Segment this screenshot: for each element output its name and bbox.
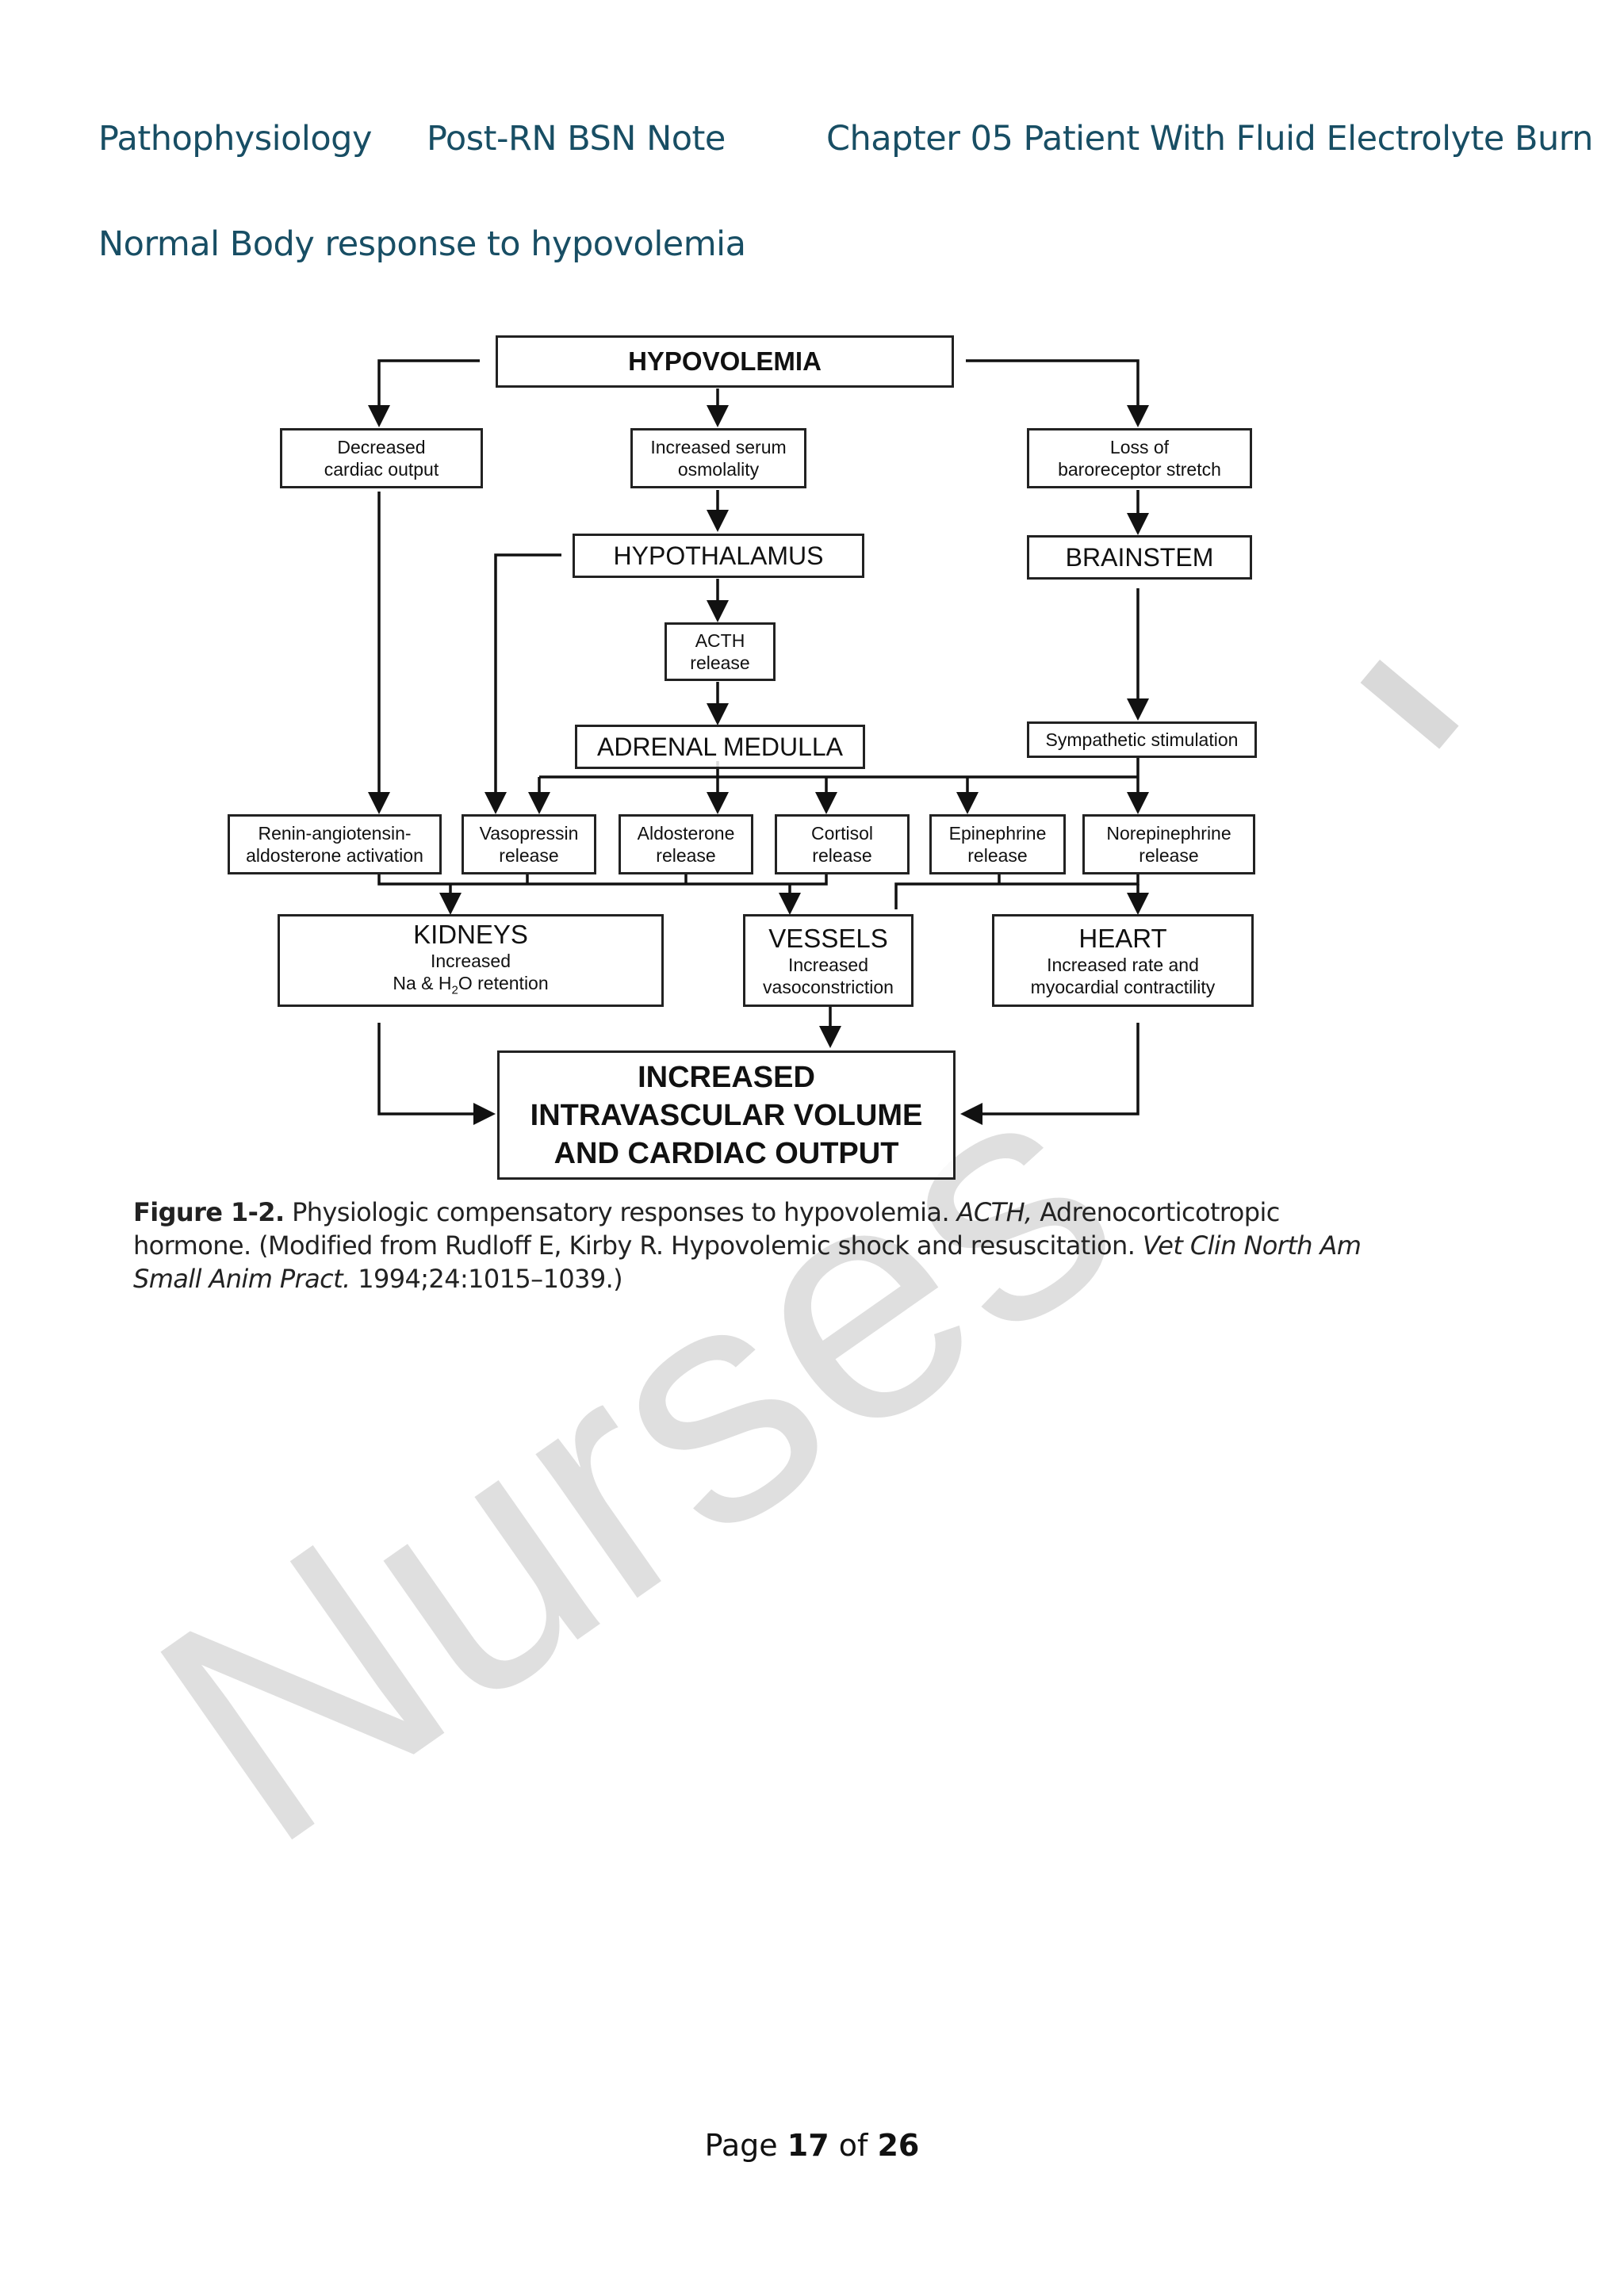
node-kidneys: KIDNEYS Increased Na & H2O retention	[278, 914, 664, 1007]
caption-journal: Vet Clin North Am Small Anim Pract.	[133, 1230, 1362, 1294]
node-kidneys-line2-a: Na & H	[393, 972, 452, 993]
node-acth-release: ACTH release	[665, 622, 776, 681]
node-outcome-label: INCREASED INTRAVASCULAR VOLUME AND CARDI…	[530, 1060, 923, 1170]
node-sympathetic-stimulation: Sympathetic stimulation	[1027, 721, 1257, 758]
node-epinephrine-release: Epinephrine release	[929, 814, 1066, 874]
node-vessels-title: VESSELS	[768, 923, 888, 953]
node-epinephrine-release-label: Epinephrine release	[948, 823, 1047, 866]
page-footer: Page 17 of 26	[0, 2128, 1624, 2163]
arrow-kidneys-to-outcome	[377, 1023, 496, 1125]
collector-to-vessels-heart	[894, 872, 1139, 909]
node-kidneys-line1: Increased	[430, 950, 511, 971]
section-subtitle: Normal Body response to hypovolemia	[98, 224, 746, 264]
caption-text-2: Adrenocorticotropic hormone. (Modified f…	[133, 1197, 1280, 1261]
node-kidneys-line2-b: O retention	[458, 972, 549, 993]
node-loss-of-baroreceptor-stretch: Loss of baroreceptor stretch	[1027, 428, 1252, 488]
footer-current-page: 17	[787, 2128, 829, 2163]
caption-text-3: 1994;24:1015–1039.)	[350, 1264, 623, 1294]
node-decreased-cardiac-output-label: Decreased cardiac output	[324, 437, 439, 480]
node-brainstem-label: BRAINSTEM	[1065, 542, 1214, 572]
node-vessels-desc: Increased vasoconstriction	[763, 954, 894, 997]
node-norepinephrine-release-label: Norepinephrine release	[1106, 823, 1231, 866]
node-vasopressin-release: Vasopressin release	[462, 814, 596, 874]
collector-to-kidneys-vessels	[377, 872, 828, 886]
caption-acth: ACTH,	[956, 1197, 1033, 1227]
node-increased-serum-osmolality: Increased serum osmolality	[630, 428, 806, 488]
node-sympathetic-stimulation-label: Sympathetic stimulation	[1045, 729, 1239, 750]
node-renin-angiotensin-label: Renin-angiotensin- aldosterone activatio…	[246, 823, 423, 866]
figure-caption: Figure 1-2. Physiologic compensatory res…	[133, 1196, 1370, 1295]
node-kidneys-sub: 2	[451, 983, 458, 997]
node-aldosterone-release-label: Aldosterone release	[637, 823, 735, 866]
footer-total-pages: 26	[877, 2128, 920, 2163]
node-loss-of-baroreceptor-stretch-label: Loss of baroreceptor stretch	[1058, 437, 1221, 480]
figure-label: Figure 1-2.	[133, 1197, 285, 1227]
arrow-heart-to-outcome	[960, 1023, 1139, 1125]
node-acth-release-label: ACTH release	[690, 630, 750, 673]
node-decreased-cardiac-output: Decreased cardiac output	[280, 428, 483, 488]
node-hypovolemia-label: HYPOVOLEMIA	[628, 346, 822, 376]
node-adrenal-medulla: ADRENAL MEDULLA	[575, 725, 865, 769]
node-hypothalamus-label: HYPOTHALAMUS	[613, 541, 824, 570]
arrow-hypovolemia-to-baroreceptor	[966, 359, 1149, 427]
node-aldosterone-release: Aldosterone release	[619, 814, 753, 874]
node-hypothalamus: HYPOTHALAMUS	[573, 534, 864, 578]
arrow-hypothalamus-to-vasopressin	[485, 553, 561, 814]
header-course: Pathophysiology	[98, 119, 372, 159]
footer-prefix: Page	[704, 2128, 787, 2163]
node-adrenal-medulla-label: ADRENAL MEDULLA	[596, 732, 843, 761]
node-norepinephrine-release: Norepinephrine release	[1082, 814, 1255, 874]
node-heart-title: HEART	[1078, 923, 1167, 953]
node-outcome: INCREASED INTRAVASCULAR VOLUME AND CARDI…	[497, 1050, 956, 1180]
node-vessels: VESSELS Increased vasoconstriction	[743, 914, 914, 1007]
flowchart-connectors	[368, 359, 1149, 1125]
node-cortisol-release: Cortisol release	[775, 814, 910, 874]
node-heart: HEART Increased rate and myocardial cont…	[992, 914, 1254, 1007]
header-chapter: Chapter 05 Patient With Fluid Electrolyt…	[826, 119, 1593, 159]
node-kidneys-line2: Na & H2O retention	[393, 972, 548, 1002]
node-renin-angiotensin: Renin-angiotensin- aldosterone activatio…	[228, 814, 442, 874]
node-hypovolemia: HYPOVOLEMIA	[496, 335, 954, 388]
node-increased-serum-osmolality-label: Increased serum osmolality	[650, 437, 787, 480]
node-heart-desc: Increased rate and myocardial contractil…	[1030, 954, 1216, 997]
node-brainstem: BRAINSTEM	[1027, 535, 1252, 580]
arrow-hypovolemia-to-cardiac-output	[368, 359, 480, 427]
footer-mid: of	[829, 2128, 878, 2163]
header-note: Post-RN BSN Note	[427, 119, 726, 159]
caption-text-1: Physiologic compensatory responses to hy…	[284, 1197, 957, 1227]
node-cortisol-release-label: Cortisol release	[811, 823, 873, 866]
node-vasopressin-release-label: Vasopressin release	[479, 823, 579, 866]
node-kidneys-title: KIDNEYS	[413, 919, 528, 949]
